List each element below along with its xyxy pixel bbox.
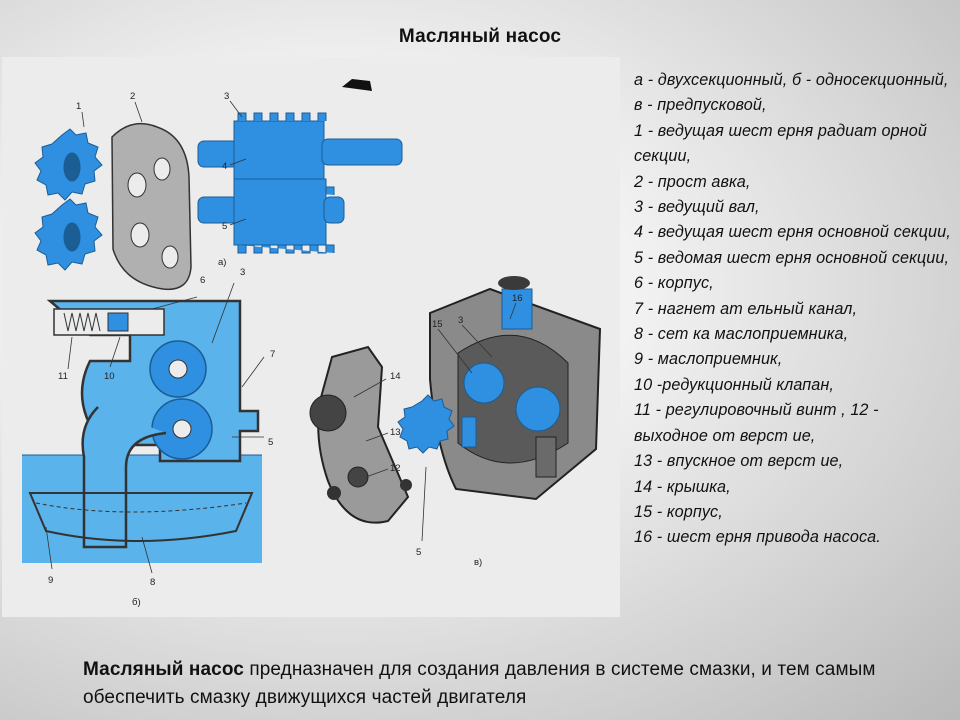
callout-8: 8 [150, 577, 155, 588]
gear-1 [34, 128, 103, 271]
spacer-plate-2 [111, 122, 192, 291]
callout-10: 10 [104, 371, 115, 382]
callout-11: 11 [58, 371, 68, 382]
caption-b: б) [132, 597, 141, 608]
description-bold: Масляный насос [83, 659, 244, 680]
gears-c [461, 288, 561, 448]
strainer-8 [35, 502, 247, 513]
callout-5c: 5 [416, 547, 421, 558]
oil-sump [22, 455, 262, 563]
oil-pump-diagram: 1 2 3 4 5 а) [22, 79, 602, 608]
figure-c: 16 15 3 14 13 12 5 в) [309, 276, 602, 568]
description: Масляный насос предназначен для создания… [83, 656, 943, 712]
callout-12: 12 [390, 463, 401, 474]
callout-14: 14 [390, 371, 401, 382]
page-title: Масляный насос [398, 26, 562, 47]
callout-2: 2 [130, 91, 135, 102]
figure-b: 6 3 7 5 11 10 9 8 б) [22, 267, 275, 608]
callout-15: 15 [432, 319, 443, 330]
gear-5-c [397, 394, 455, 454]
caption-c: в) [474, 557, 482, 568]
description-text: предназначен для создания давления в сис… [83, 659, 876, 708]
oil-pump-figure: 1 2 3 4 5 а) [2, 57, 620, 617]
gear-5-a [197, 178, 345, 254]
callout-5b: 5 [268, 437, 273, 448]
callout-3c: 3 [458, 315, 463, 326]
legend-text: а - двухсекционный, б - односекционный, … [634, 71, 951, 547]
callout-6: 6 [200, 275, 205, 286]
callout-3b: 3 [240, 267, 245, 278]
callout-3a: 3 [224, 91, 229, 102]
callout-4: 4 [222, 161, 227, 172]
callout-1: 1 [76, 101, 81, 112]
figure-a: 1 2 3 4 5 а) [34, 79, 403, 291]
callout-16: 16 [512, 293, 523, 304]
callout-5a: 5 [222, 221, 227, 232]
caption-a: а) [218, 257, 226, 268]
callout-7: 7 [270, 349, 275, 360]
callout-9: 9 [48, 575, 53, 586]
callout-13: 13 [390, 427, 401, 438]
key-piece [342, 79, 372, 91]
